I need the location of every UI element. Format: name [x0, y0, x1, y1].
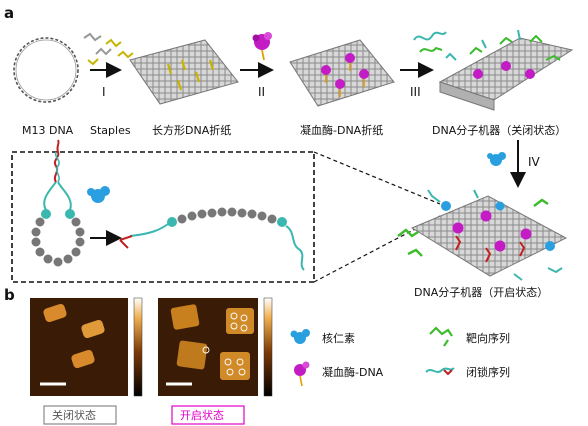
open-state-box	[171, 405, 245, 425]
inset-closed-loop	[31, 139, 85, 267]
afm-colorbar-closed	[133, 297, 143, 397]
dna-machine-open	[397, 189, 568, 281]
thrombin-icon	[252, 32, 272, 61]
label-m13-dna: M13 DNA	[22, 124, 74, 137]
zoom-line-top	[313, 151, 441, 205]
afm-image-closed	[30, 298, 128, 396]
panel-b-label: b	[4, 286, 15, 304]
rectangular-origami	[129, 39, 239, 105]
legend-target-icon	[429, 326, 453, 347]
legend-lock-label: 闭锁序列	[466, 365, 510, 379]
label-rectangular-origami: 长方形DNA折纸	[152, 123, 231, 137]
nucleolin-icon-step4	[487, 152, 506, 166]
label-machine-closed: DNA分子机器（关闭状态）	[432, 123, 566, 137]
closed-state-label: 关闭状态	[52, 408, 96, 422]
label-machine-open: DNA分子机器（开启状态）	[414, 285, 548, 299]
dna-machine-closed	[438, 29, 574, 111]
nucleolin-icon-inset	[87, 186, 110, 203]
zoom-line-bottom	[313, 215, 441, 283]
afm-colorbar-open	[263, 297, 273, 397]
open-state-label: 开启状态	[180, 408, 224, 422]
target-lock-strands-icon	[413, 31, 447, 53]
inset-open-chain	[119, 207, 305, 271]
legend-nucleolin-label: 核仁素	[322, 331, 355, 345]
legend-lock-icon	[425, 367, 455, 376]
step-label-1: I	[102, 85, 106, 99]
thrombin-origami	[289, 39, 395, 107]
step-label-3: III	[410, 85, 421, 99]
legend-nucleolin-icon	[290, 329, 310, 344]
panel-a-label: a	[4, 4, 14, 22]
label-thrombin-origami: 凝血酶-DNA折纸	[300, 123, 383, 137]
staples-icon	[83, 32, 134, 66]
legend-thrombin-icon	[294, 361, 310, 387]
legend-target-label: 靶向序列	[466, 331, 510, 345]
label-staples: Staples	[90, 124, 131, 137]
closed-state-box	[43, 405, 117, 425]
step-label-2: II	[258, 85, 265, 99]
m13-dna-circle	[13, 37, 79, 103]
legend-thrombin-label: 凝血酶-DNA	[322, 365, 384, 379]
legend: 核仁素 凝血酶-DNA 靶向序列 闭锁序列	[290, 326, 510, 387]
afm-image-open	[158, 298, 258, 396]
step-label-4: IV	[528, 155, 541, 169]
